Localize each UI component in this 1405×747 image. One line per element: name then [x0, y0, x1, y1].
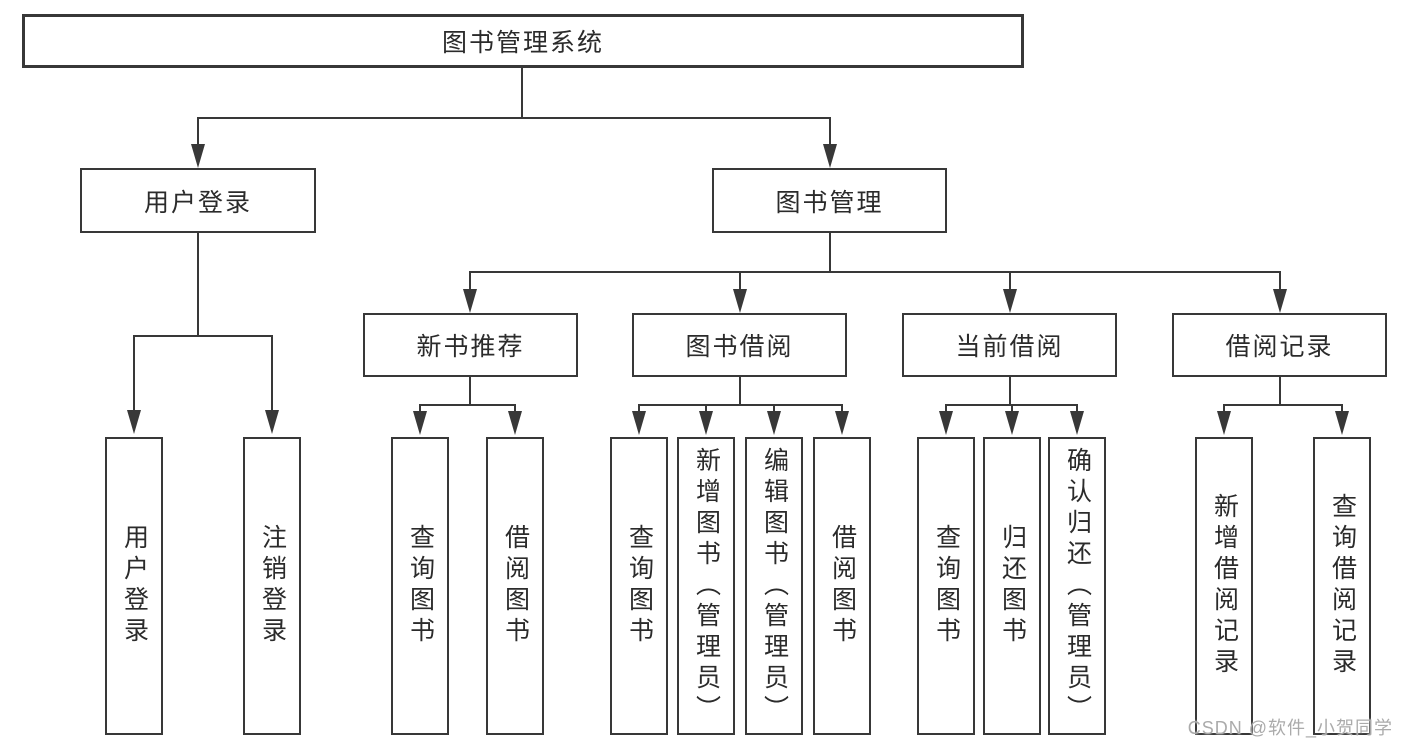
- connector-borrowing-leaf2-shaft: [705, 404, 707, 414]
- connector-borrowing-leaf4-arrowhead: [835, 411, 849, 435]
- connector-login-leaf1-arrowhead: [127, 410, 141, 434]
- node-current-return-books: 归还图书: [983, 437, 1041, 735]
- connector-records-group-bus: [1223, 404, 1343, 406]
- connector-current-shaft: [1009, 271, 1011, 291]
- connector-recommend-group-stub: [469, 377, 471, 406]
- connector-current-arrowhead: [1003, 289, 1017, 313]
- connector-level2-bus: [197, 117, 831, 119]
- node-current-query-books-label: 查询图书: [932, 524, 961, 648]
- connector-borrowing-leaf3-arrowhead: [767, 411, 781, 435]
- connector-mgmt-shaft: [829, 117, 831, 147]
- connector-mgmt-arrowhead: [823, 144, 837, 168]
- connector-borrowing-leaf2-arrowhead: [699, 411, 713, 435]
- node-records-add-record-label: 新增借阅记录: [1210, 493, 1239, 679]
- connector-current-leaf2-arrowhead: [1005, 411, 1019, 435]
- node-current-borrowing: 当前借阅: [902, 313, 1117, 377]
- connector-recommend-leaf1-shaft: [419, 404, 421, 414]
- node-borrow-query-books: 查询图书: [610, 437, 668, 735]
- connector-recommend-leaf2-arrowhead: [508, 411, 522, 435]
- connector-borrowing-group-bus: [638, 404, 843, 406]
- connector-borrowing-leaf3-shaft: [773, 404, 775, 414]
- node-records-query-record-label: 查询借阅记录: [1328, 493, 1357, 679]
- node-user-login: 用户登录: [80, 168, 316, 233]
- node-new-book-recommend: 新书推荐: [363, 313, 578, 377]
- node-logout-action-label: 注销登录: [258, 524, 287, 648]
- connector-login-leaf2-arrowhead: [265, 410, 279, 434]
- connector-records-group-stub: [1279, 377, 1281, 406]
- node-recommend-query-books: 查询图书: [391, 437, 449, 735]
- connector-borrowing-leaf1-shaft: [638, 404, 640, 414]
- node-logout-action: 注销登录: [243, 437, 301, 735]
- connector-borrowing-leaf1-arrowhead: [632, 411, 646, 435]
- connector-recommend-leaf2-shaft: [514, 404, 516, 414]
- node-current-return-books-label: 归还图书: [998, 524, 1027, 648]
- connector-login-arrowhead: [191, 144, 205, 168]
- node-records-query-record: 查询借阅记录: [1313, 437, 1371, 735]
- connector-login-branch-bus: [133, 335, 273, 337]
- node-current-confirm-return-admin-label: 确认归还（管理员）: [1063, 446, 1092, 726]
- connector-level3-bus: [469, 271, 1281, 273]
- connector-records-leaf2-arrowhead: [1335, 411, 1349, 435]
- connector-borrowing-group-stub: [739, 377, 741, 406]
- connector-login-branch-stub: [197, 233, 199, 337]
- connector-current-leaf3-arrowhead: [1070, 411, 1084, 435]
- connector-root-stub: [521, 68, 523, 118]
- connector-records-leaf2-shaft: [1341, 404, 1343, 414]
- node-borrow-borrow-books: 借阅图书: [813, 437, 871, 735]
- node-recommend-query-books-label: 查询图书: [406, 524, 435, 648]
- connector-records-leaf1-arrowhead: [1217, 411, 1231, 435]
- node-borrow-add-books-admin: 新增图书（管理员）: [677, 437, 735, 735]
- connector-current-leaf3-shaft: [1076, 404, 1078, 414]
- csdn-watermark: CSDN @软件_小贺同学: [1187, 718, 1393, 738]
- connector-recommend-leaf1-arrowhead: [413, 411, 427, 435]
- connector-mgmt-branch-stub: [829, 233, 831, 273]
- node-borrowing-records: 借阅记录: [1172, 313, 1387, 377]
- connector-records-leaf1-shaft: [1223, 404, 1225, 414]
- node-borrow-add-books-admin-label: 新增图书（管理员）: [692, 446, 721, 726]
- connector-current-leaf2-shaft: [1011, 404, 1013, 414]
- connector-recommend-group-bus: [419, 404, 516, 406]
- connector-login-shaft: [197, 117, 199, 147]
- node-borrow-edit-books-admin: 编辑图书（管理员）: [745, 437, 803, 735]
- connector-borrowing-shaft: [739, 271, 741, 291]
- connector-login-leaf2-shaft: [271, 335, 273, 413]
- connector-current-leaf1-arrowhead: [939, 411, 953, 435]
- node-records-add-record: 新增借阅记录: [1195, 437, 1253, 735]
- node-user-login-action: 用户登录: [105, 437, 163, 735]
- connector-login-leaf1-shaft: [133, 335, 135, 413]
- node-current-query-books: 查询图书: [917, 437, 975, 735]
- connector-borrowing-arrowhead: [733, 289, 747, 313]
- node-library-system: 图书管理系统: [22, 14, 1024, 68]
- node-current-confirm-return-admin: 确认归还（管理员）: [1048, 437, 1106, 735]
- connector-current-group-stub: [1009, 377, 1011, 406]
- node-user-login-action-label: 用户登录: [120, 524, 149, 648]
- connector-recommend-arrowhead: [463, 289, 477, 313]
- connector-recommend-shaft: [469, 271, 471, 291]
- node-book-management: 图书管理: [712, 168, 947, 233]
- connector-current-leaf1-shaft: [945, 404, 947, 414]
- node-borrow-query-books-label: 查询图书: [625, 524, 654, 648]
- node-recommend-borrow-books-label: 借阅图书: [501, 524, 530, 648]
- node-recommend-borrow-books: 借阅图书: [486, 437, 544, 735]
- node-borrow-edit-books-admin-label: 编辑图书（管理员）: [760, 446, 789, 726]
- node-book-borrowing: 图书借阅: [632, 313, 847, 377]
- connector-borrowing-leaf4-shaft: [841, 404, 843, 414]
- node-borrow-borrow-books-label: 借阅图书: [828, 524, 857, 648]
- connector-records-shaft: [1279, 271, 1281, 291]
- connector-records-arrowhead: [1273, 289, 1287, 313]
